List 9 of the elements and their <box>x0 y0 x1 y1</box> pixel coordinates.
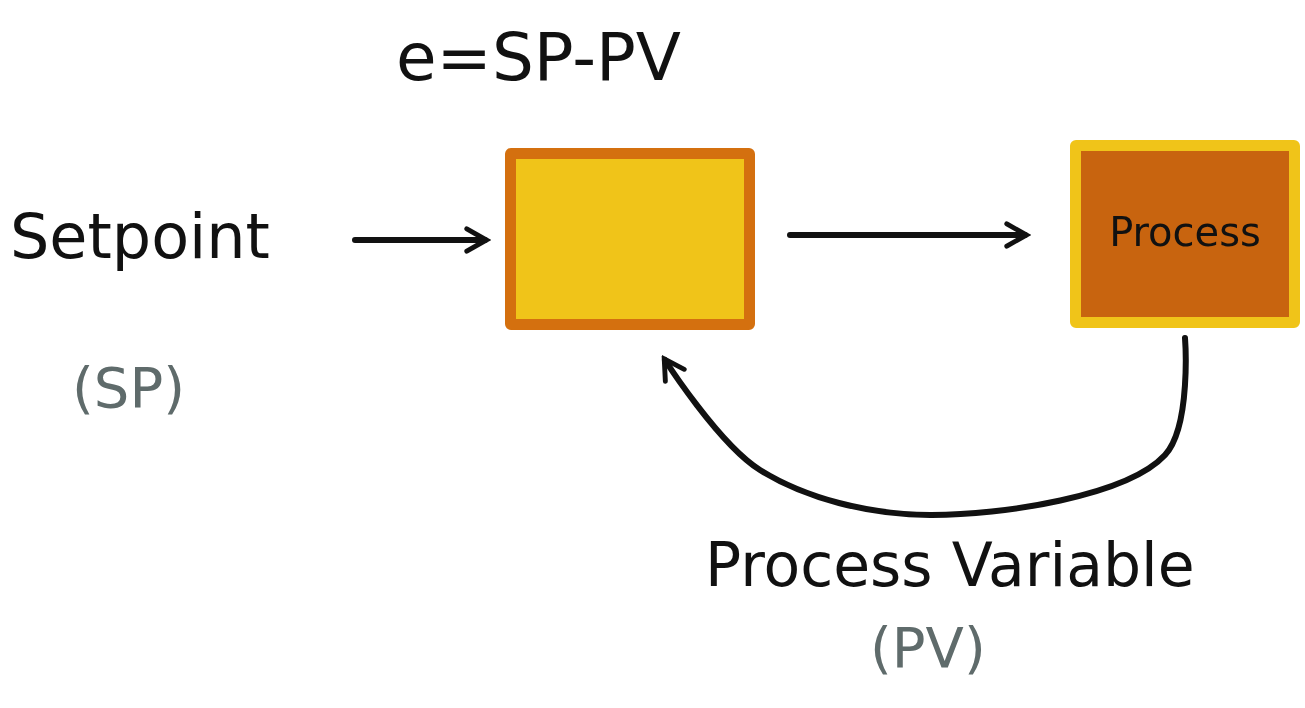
setpoint-text: Setpoint <box>10 200 270 273</box>
setpoint-abbreviation: (SP) <box>72 355 185 420</box>
arrow <box>787 221 1029 249</box>
process-box <box>1070 140 1300 328</box>
variable-abbreviation: (PV) <box>870 615 986 680</box>
error-formula: e=SP-PV <box>396 19 681 96</box>
arrow <box>352 226 489 254</box>
process-label: Process <box>1108 209 1262 255</box>
arrow <box>661 335 1189 518</box>
